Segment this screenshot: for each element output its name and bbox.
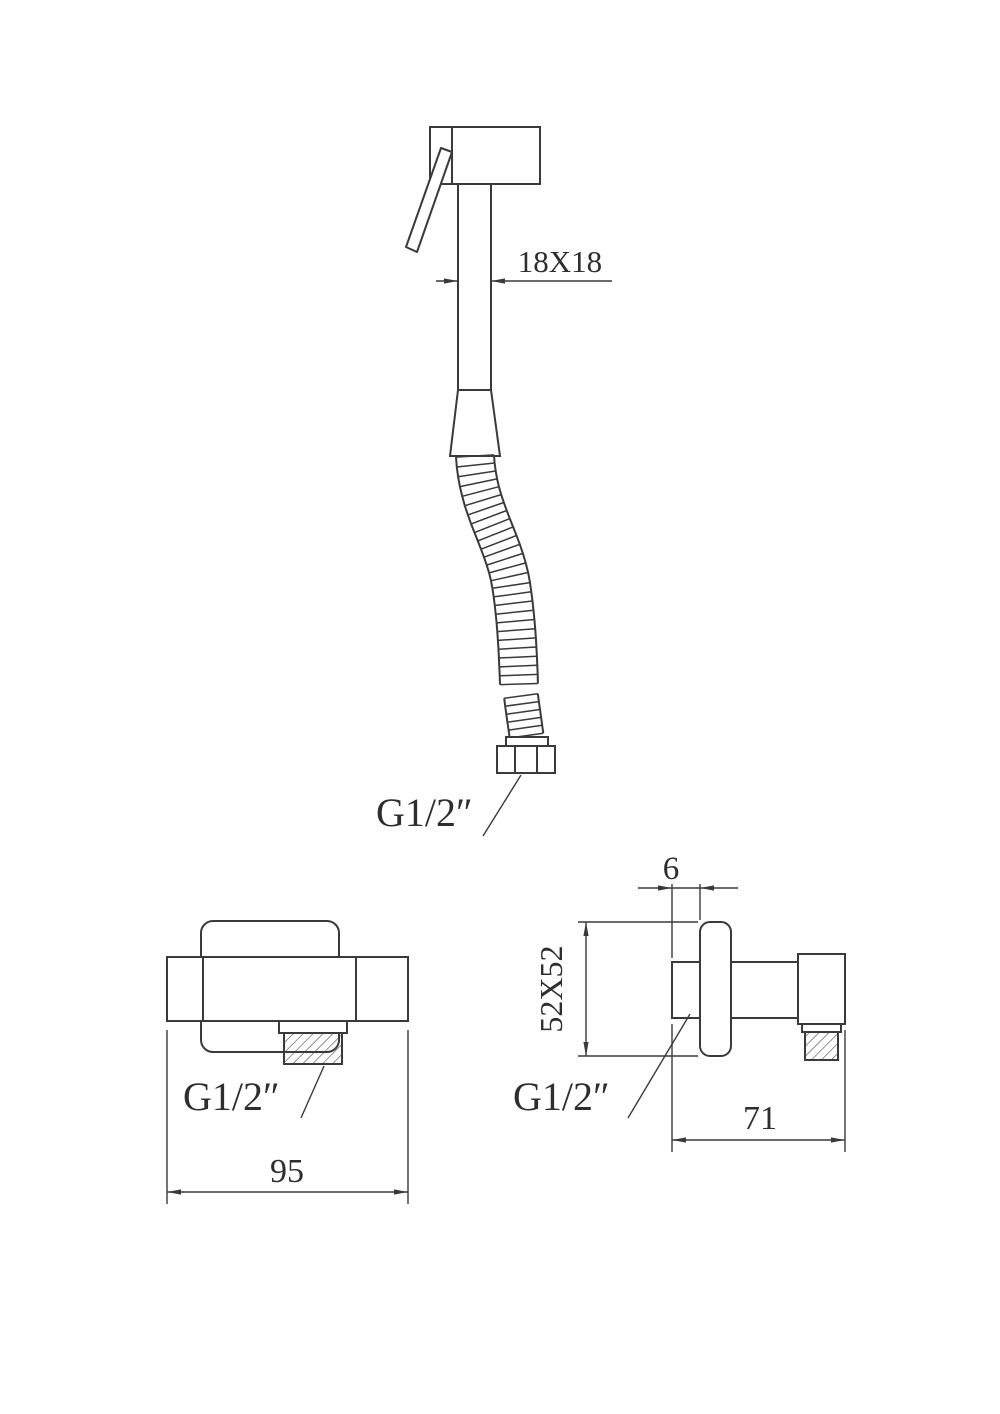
dim-face-size-label: 52X52 (533, 945, 569, 1032)
dim-wall-offset-label: 6 (663, 851, 680, 887)
dim-face-size: 52X52 (533, 921, 698, 1057)
side-outlet-thread (801, 1023, 842, 1061)
front-view: G1/2″ 95 (166, 920, 409, 1204)
side-view: 6 52X52 G1/2″ (513, 851, 846, 1152)
dim-front-width: 95 (166, 1030, 409, 1204)
side-end-block (797, 953, 846, 1025)
dim-front-width-label: 95 (270, 1153, 304, 1190)
dim-head-section: 18X18 (436, 244, 612, 292)
sprayer-view: 18X18 G1/2″ (376, 126, 612, 837)
dim-side-length: 71 (671, 1024, 846, 1152)
dim-wall-offset: 6 (638, 851, 738, 958)
side-inlet-callout: G1/2″ (513, 1013, 691, 1119)
dim-side-length-label: 71 (743, 1100, 777, 1137)
hose-lower (503, 692, 545, 739)
hose-fitting-label: G1/2″ (376, 790, 473, 835)
sprayer-cone (448, 389, 502, 457)
sprayer-wand (457, 183, 492, 391)
sprayer-trigger-lever (405, 147, 453, 253)
side-inlet-label: G1/2″ (513, 1074, 610, 1119)
hose-upper (455, 454, 539, 686)
front-outlet-thread (278, 1020, 348, 1065)
hose-hex-nut (496, 736, 556, 774)
front-outlet-callout: G1/2″ (183, 1065, 325, 1119)
dim-head-section-label: 18X18 (518, 244, 602, 279)
hose-fitting-callout: G1/2″ (376, 774, 522, 837)
side-wall-plate (699, 921, 732, 1057)
front-outlet-label: G1/2″ (183, 1074, 280, 1119)
side-inlet-spigot (671, 961, 701, 1019)
